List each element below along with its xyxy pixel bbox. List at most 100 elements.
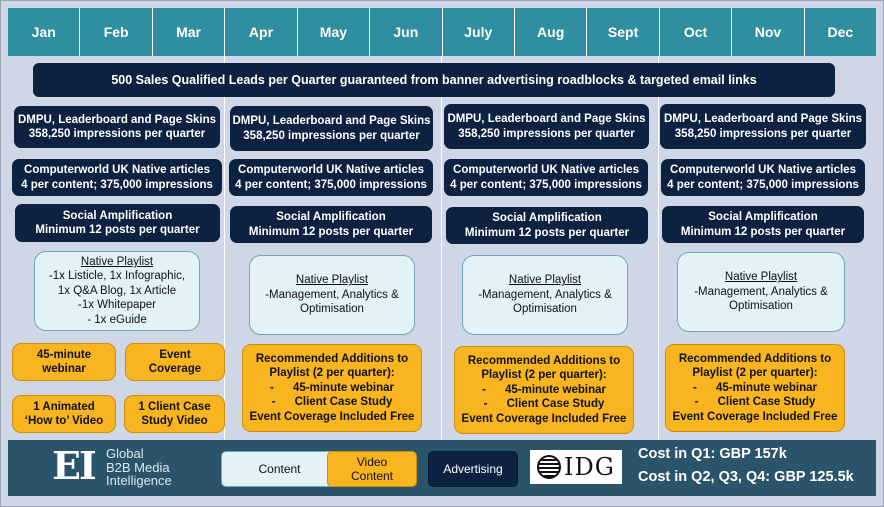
recommended-footer: Event Coverage Included Free [249,410,415,423]
q3-social-box: Social Amplification Minimum 12 posts pe… [446,207,648,244]
recommended-title: Playlist (2 per quarter): [269,367,395,380]
webinar-label: 45-minute [36,348,92,361]
animated-label: ‘How to’ Video [24,415,104,427]
q1-social-box: Social Amplification Minimum 12 posts pe… [15,204,220,242]
legend-content: Content [221,451,338,487]
legend-video-content: Video Content [327,451,417,487]
recommended-title: Recommended Additions to [678,353,832,366]
playlist-title: Native Playlist [724,271,798,284]
ei-logo-line: B2B Media [106,459,170,475]
cost-q1: Cost in Q1: GBP 157k [638,446,787,462]
month-aug: Aug [514,8,588,56]
q2-dmpu-box: DMPU, Leaderboard and Page Skins 358,250… [230,106,433,151]
dmpu-impressions: 358,250 impressions per quarter [28,128,206,140]
dmpu-title: DMPU, Leaderboard and Page Skins [663,113,863,126]
playlist-line: 1x Q&A Blog, 1x Article [57,284,177,297]
playlist-line: Optimisation [513,303,577,316]
month-sep: Sept [587,8,660,56]
social-detail: Minimum 12 posts per quarter [35,224,200,236]
recommended-title: Recommended Additions to [255,353,409,366]
social-detail: Minimum 12 posts per quarter [464,226,630,239]
q1-dmpu-box: DMPU, Leaderboard and Page Skins 358,250… [14,106,220,148]
recommended-item: - 45-minute webinar [482,383,606,396]
playlist-line: Optimisation [300,303,364,316]
month-header-row: Jan Feb Mar Apr May Jun July Aug Sept Oc… [8,8,877,56]
ei-logo-line: Intelligence [106,473,172,489]
native-articles-title: Computerworld UK Native articles [670,164,856,177]
q3-native-playlist-box: Native Playlist -Management, Analytics &… [462,255,628,335]
ei-logo: EI [52,443,97,488]
q3-dmpu-box: DMPU, Leaderboard and Page Skins 358,250… [444,104,649,149]
q2-native-articles-box: Computerworld UK Native articles 4 per c… [229,159,433,196]
playlist-line: - 1x eGuide [87,313,147,326]
case-study-label: Study Video [141,415,208,427]
month-dec: Dec [804,8,877,56]
playlist-title: Native Playlist [295,274,369,287]
month-feb: Feb [80,8,153,56]
native-articles-detail: 4 per content; 375,000 impressions [667,178,859,191]
recommended-item: - 45-minute webinar [693,381,817,394]
q3-recommended-box: Recommended Additions to Playlist (2 per… [454,346,634,434]
month-jul: July [442,8,515,56]
dmpu-title: DMPU, Leaderboard and Page Skins [447,113,646,126]
playlist-line: -Management, Analytics & [265,288,399,301]
cost-q2-q4: Cost in Q2, Q3, Q4: GBP 125.5k [638,469,854,485]
social-title: Social Amplification [492,212,602,225]
q1-native-articles-box: Computerworld UK Native articles 4 per c… [12,159,222,196]
month-jan: Jan [8,8,81,56]
q3-native-articles-box: Computerworld UK Native articles 4 per c… [444,159,648,196]
playlist-title: Native Playlist [508,274,582,287]
playlist-line: -Management, Analytics & [694,285,828,298]
animated-label: 1 Animated [33,400,95,413]
social-title: Social Amplification [276,211,386,224]
month-mar: Mar [152,8,226,56]
recommended-item: - Client Case Study [694,396,816,409]
q4-native-articles-box: Computerworld UK Native articles 4 per c… [661,159,865,196]
ei-logo-line: Global [106,446,144,461]
native-articles-title: Computerworld UK Native articles [453,164,639,177]
native-articles-title: Computerworld UK Native articles [238,164,424,177]
recommended-item: - Client Case Study [483,398,605,411]
q1-native-playlist-box: Native Playlist -1x Listicle, 1x Infogra… [34,251,200,331]
q4-dmpu-box: DMPU, Leaderboard and Page Skins 358,250… [660,104,866,149]
month-may: May [297,8,371,56]
dmpu-title: DMPU, Leaderboard and Page Skins [232,115,431,128]
quarter-divider [224,56,225,440]
month-nov: Nov [732,8,805,56]
month-apr: Apr [225,8,298,56]
legend-advertising: Advertising [428,451,518,487]
recommended-item: - 45-minute webinar [270,381,394,394]
dmpu-impressions: 358,250 impressions per quarter [674,127,852,140]
month-jun: Jun [370,8,443,56]
month-oct: Oct [659,8,733,56]
q2-recommended-box: Recommended Additions to Playlist (2 per… [242,344,422,432]
dmpu-title: DMPU, Leaderboard and Page Skins [17,113,217,126]
playlist-line: -Management, Analytics & [478,288,612,301]
q1-animated-video-box: 1 Animated ‘How to’ Video [12,395,116,433]
social-title: Social Amplification [62,209,173,222]
native-articles-detail: 4 per content; 375,000 impressions [450,178,642,191]
dmpu-impressions: 358,250 impressions per quarter [243,129,420,142]
idg-logo: IDG [530,450,622,484]
social-title: Social Amplification [708,211,818,224]
native-articles-title: Computerworld UK Native articles [24,164,210,177]
recommended-title: Recommended Additions to [467,355,621,368]
native-articles-detail: 4 per content; 375,000 impressions [235,178,427,191]
quarter-divider [658,56,659,440]
playlist-line: -1x Listicle, 1x Infographic, [48,270,186,283]
event-label: Coverage [148,363,202,375]
native-articles-detail: 4 per content; 375,000 impressions [21,178,213,191]
recommended-footer: Event Coverage Included Free [461,412,627,425]
case-study-label: 1 Client Case [138,400,211,413]
webinar-label: webinar [42,363,86,375]
playlist-line: Optimisation [729,300,793,313]
playlist-title: Native Playlist [80,256,154,269]
recommended-title: Playlist (2 per quarter): [481,369,607,382]
social-detail: Minimum 12 posts per quarter [680,225,846,238]
recommended-title: Playlist (2 per quarter): [692,367,818,380]
quarter-divider [441,56,442,440]
q4-recommended-box: Recommended Additions to Playlist (2 per… [665,344,845,432]
social-detail: Minimum 12 posts per quarter [248,225,414,238]
ei-logo-text: Global B2B Media Intelligence [106,447,172,488]
idg-logo-text: IDG [564,453,615,481]
